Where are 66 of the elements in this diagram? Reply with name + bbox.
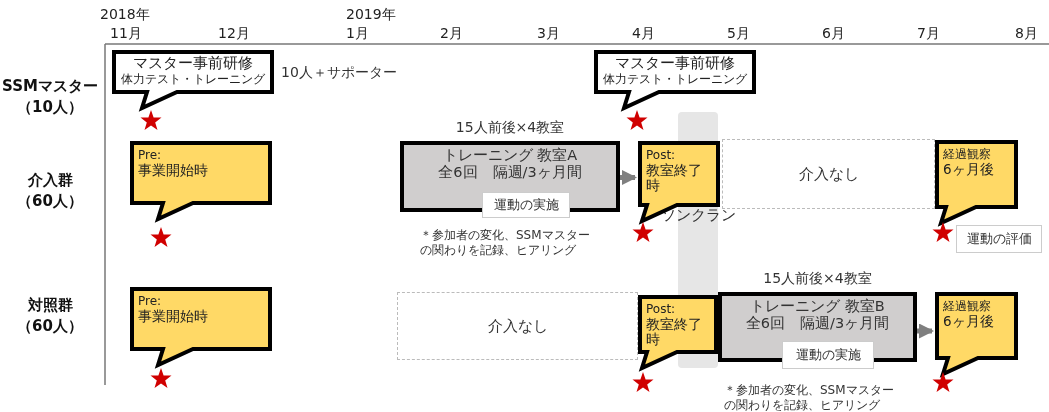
speech-callout bbox=[638, 141, 720, 223]
row-label: 対照群（60人） bbox=[16, 295, 84, 337]
year-label: 2019年 bbox=[346, 6, 396, 24]
star-icon bbox=[626, 109, 648, 131]
callout-title: マスター事前研修 bbox=[615, 55, 735, 73]
month-label: 4月 bbox=[632, 25, 655, 43]
callout-text: 体力テスト・トレーニング bbox=[603, 72, 747, 87]
arrow bbox=[917, 323, 934, 339]
year-label: 2018年 bbox=[100, 6, 150, 24]
callout-title: Pre: bbox=[138, 295, 162, 309]
box-text: トレーニング 教室A bbox=[442, 147, 578, 164]
row-label: SSMマスター（10人） bbox=[2, 76, 98, 118]
box-text: 介入なし bbox=[487, 317, 548, 335]
month-label: 8月 bbox=[1015, 25, 1038, 43]
label-box bbox=[956, 225, 1042, 253]
speech-callout bbox=[112, 50, 274, 110]
callout-title: Post: bbox=[646, 149, 676, 163]
month-label: 2月 bbox=[440, 25, 463, 43]
star-icon bbox=[140, 109, 162, 131]
callout-title: Pre: bbox=[138, 149, 162, 163]
month-label: 5月 bbox=[727, 25, 750, 43]
note-text: ＊参加者の変化、SSMマスターの関わりを記録、ヒアリング bbox=[420, 228, 591, 258]
month-label: 12月 bbox=[218, 25, 250, 43]
box-text: 全6回 隔週/3ヶ月間 bbox=[438, 163, 582, 181]
star-icon bbox=[932, 221, 954, 243]
label-box bbox=[782, 341, 874, 369]
box-text: 運動の実施 bbox=[795, 347, 861, 363]
speech-callout bbox=[638, 295, 718, 370]
star-icon bbox=[632, 221, 654, 243]
note-text: ＊参加者の変化、SSMマスターの関わりを記録、ヒアリング bbox=[724, 383, 895, 412]
arrow bbox=[620, 170, 637, 185]
callout-text: 事業開始時 bbox=[138, 308, 208, 325]
box-text: 運動の評価 bbox=[966, 231, 1032, 247]
box-text: 全6回 隔週/3ヶ月間 bbox=[745, 314, 890, 332]
speech-callout bbox=[935, 140, 1018, 225]
callout-text: 6ヶ月後 bbox=[943, 161, 994, 178]
month-label: 6月 bbox=[822, 25, 845, 43]
label-box bbox=[482, 192, 570, 218]
month-label: 3月 bbox=[537, 25, 560, 43]
side-note: 15人前後×4教室 bbox=[454, 119, 566, 137]
callout-title: 経過観察 bbox=[943, 148, 991, 162]
box-text: 運動の実施 bbox=[493, 197, 559, 213]
callout-title: Post: bbox=[646, 303, 676, 317]
speech-callout bbox=[130, 287, 272, 367]
callout-title: 経過観察 bbox=[943, 300, 991, 314]
callout-text: 体力テスト・トレーニング bbox=[121, 72, 265, 87]
callout-text: 6ヶ月後 bbox=[943, 313, 994, 330]
row-label: 介入群（60人） bbox=[16, 170, 84, 212]
box-text: トレーニング 教室B bbox=[750, 298, 885, 315]
callout-title: マスター事前研修 bbox=[133, 55, 253, 73]
month-label: 1月 bbox=[346, 25, 369, 43]
month-label: 7月 bbox=[917, 25, 940, 43]
star-icon bbox=[632, 371, 654, 393]
star-icon bbox=[932, 371, 954, 393]
callout-text: 事業開始時 bbox=[138, 162, 208, 179]
side-note: 15人前後×4教室 bbox=[762, 270, 873, 288]
star-icon bbox=[150, 367, 172, 389]
callout-text: 教室終了時 bbox=[646, 162, 703, 194]
callout-text: 教室終了時 bbox=[646, 316, 703, 348]
speech-callout bbox=[935, 292, 1018, 376]
speech-callout bbox=[594, 50, 756, 110]
speech-callout bbox=[130, 141, 272, 221]
side-note: 10人＋サポーター bbox=[281, 64, 397, 82]
month-label: 11月 bbox=[110, 25, 142, 43]
star-icon bbox=[150, 226, 172, 248]
box-text: 介入なし bbox=[798, 165, 859, 183]
